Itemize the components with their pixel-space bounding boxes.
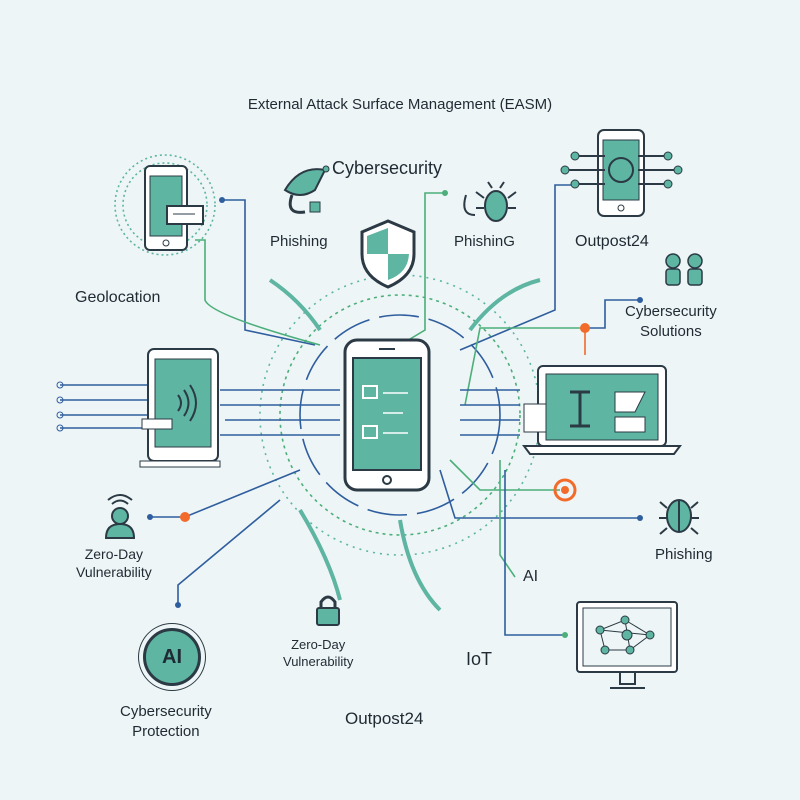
label-line: Cybersecurity	[120, 703, 212, 720]
bug-icon-right	[659, 499, 699, 535]
shield-icon	[360, 219, 416, 289]
label-cybersecurity-protection: Cybersecurity Protection	[120, 702, 212, 741]
user-signal-icon	[104, 494, 136, 539]
label-phishing-right: Phishing	[655, 546, 713, 563]
central-smartphone-icon	[343, 338, 431, 492]
users-icon	[665, 253, 703, 286]
bug-icon	[463, 181, 517, 222]
ai-badge-text: AI	[162, 645, 182, 668]
lock-icon	[316, 595, 340, 626]
label-line: Solutions	[639, 322, 702, 340]
label-line: Vulnerability	[283, 653, 354, 669]
tablet-wireless-icon	[139, 348, 221, 468]
label-line: Protection	[132, 722, 200, 740]
label-line: Vulnerability	[76, 564, 152, 581]
label-iot: IoT	[466, 649, 493, 669]
smartphone-gear-icon	[560, 129, 683, 217]
phishing-hook-icon	[283, 165, 330, 214]
monitor-network-icon	[576, 601, 678, 689]
label-outpost24-bottom: Outpost24	[345, 709, 424, 728]
label-line: Zero-Day	[84, 546, 144, 562]
label-ai-right: AI	[523, 568, 539, 585]
smartphone-notification-icon	[144, 165, 204, 251]
label-line: Cybersecurity	[625, 303, 717, 320]
label-geolocation: Geolocation	[75, 289, 161, 306]
label-phishing-mid: PhishinG	[454, 233, 515, 250]
label-cybersecurity-solutions: Cybersecurity Solutions	[625, 302, 717, 341]
label-cybersecurity-top: Cybersecurity	[332, 158, 443, 178]
label-zero-day-mid: Zero-Day Vulnerability	[283, 637, 353, 671]
label-zero-day-left: Zero-Day Vulnerability	[76, 545, 152, 581]
diagram-title: External Attack Surface Management (EASM…	[247, 96, 553, 113]
label-outpost24-top: Outpost24	[575, 233, 649, 250]
label-line: Zero-Day	[291, 637, 346, 652]
laptop-icon	[522, 365, 682, 455]
label-phishing-left: Phishing	[270, 233, 328, 250]
ai-badge: AI	[143, 628, 201, 686]
target-icon	[553, 478, 577, 502]
